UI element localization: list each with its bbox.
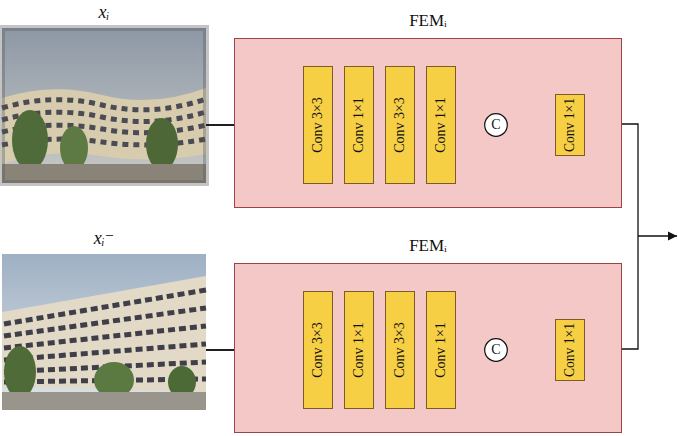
image-label: xᵢ⁻	[2, 227, 206, 249]
output-arrow	[638, 235, 677, 236]
concat-circle: C	[484, 113, 508, 137]
conv-block: Conv 1×1	[426, 291, 456, 409]
concat-circle: C	[484, 338, 508, 362]
conv-block: Conv 1×1	[344, 291, 374, 409]
block-label: Conv 1×1	[351, 322, 367, 378]
conv-block: Conv 3×3	[385, 291, 415, 409]
conv-block: Conv 1×1	[555, 94, 585, 156]
block-label: Conv 3×3	[310, 322, 326, 378]
block-label: Conv 1×1	[433, 97, 449, 153]
block-label: Conv 1×1	[351, 97, 367, 153]
block-label: Conv 1×1	[562, 323, 578, 377]
block-label: Conv 3×3	[310, 97, 326, 153]
conv-block: Conv 1×1	[426, 66, 456, 184]
fem-module: FEMᵢConv 3×3Conv 1×1Conv 3×3Conv 1×1CCon…	[234, 263, 622, 433]
input-image: xᵢ	[2, 28, 206, 183]
block-label: Conv 3×3	[392, 97, 408, 153]
block-label: Conv 3×3	[392, 322, 408, 378]
fem-module: FEMᵢConv 3×3Conv 1×1Conv 3×3Conv 1×1CCon…	[234, 38, 622, 208]
module-title: FEMᵢ	[235, 10, 621, 32]
block-label: Conv 1×1	[433, 322, 449, 378]
input-image: xᵢ⁻	[2, 254, 206, 410]
module-title: FEMᵢ	[235, 235, 621, 257]
conv-block: Conv 3×3	[385, 66, 415, 184]
block-label: C	[484, 113, 508, 137]
conv-block: Conv 3×3	[303, 66, 333, 184]
block-label: Conv 1×1	[562, 98, 578, 152]
undistorted-photo	[2, 254, 206, 410]
conv-block: Conv 1×1	[555, 319, 585, 381]
image-label: xᵢ	[2, 1, 206, 23]
block-label: C	[484, 338, 508, 362]
conv-block: Conv 1×1	[344, 66, 374, 184]
distorted-photo	[2, 28, 206, 183]
conv-block: Conv 3×3	[303, 291, 333, 409]
